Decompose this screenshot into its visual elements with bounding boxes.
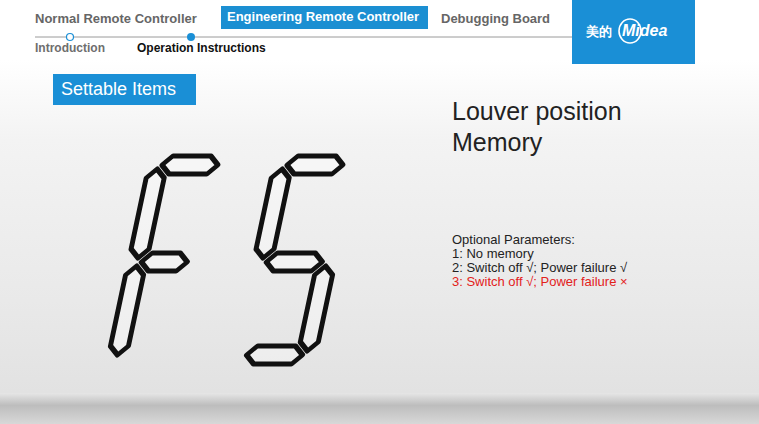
seven-segment-code <box>107 156 358 364</box>
nav-subtab: Introduction <box>35 41 105 55</box>
section-heading-box: Settable Items <box>53 74 196 105</box>
node-text: 美的 <box>586 24 612 40</box>
nav-dot-active <box>187 33 195 41</box>
parameter-option-selected: 3: Switch off √; Power failure × <box>452 275 628 289</box>
nav-tab: Debugging Board <box>441 11 550 26</box>
nav-line <box>35 37 572 38</box>
node-text: Settable Items <box>61 79 176 100</box>
parameter-heading: Optional Parameters: <box>452 233 575 247</box>
nav-tab: Normal Remote Controller <box>35 11 197 26</box>
nav-subtab-active: Operation Instructions <box>137 41 266 55</box>
slide-title: Louver position Memory <box>452 96 667 158</box>
bottom-band <box>0 393 759 424</box>
node-subtext: Midea <box>622 21 667 41</box>
node-text: Engineering Remote Controller <box>227 9 422 25</box>
nav-tab-active: Engineering Remote Controller <box>221 6 428 29</box>
parameter-option: 1: No memory <box>452 247 534 261</box>
parameter-option: 2: Switch off √; Power failure √ <box>452 261 627 275</box>
brand-logo: 美的 Midea <box>572 0 695 64</box>
nav-dot <box>67 34 74 41</box>
